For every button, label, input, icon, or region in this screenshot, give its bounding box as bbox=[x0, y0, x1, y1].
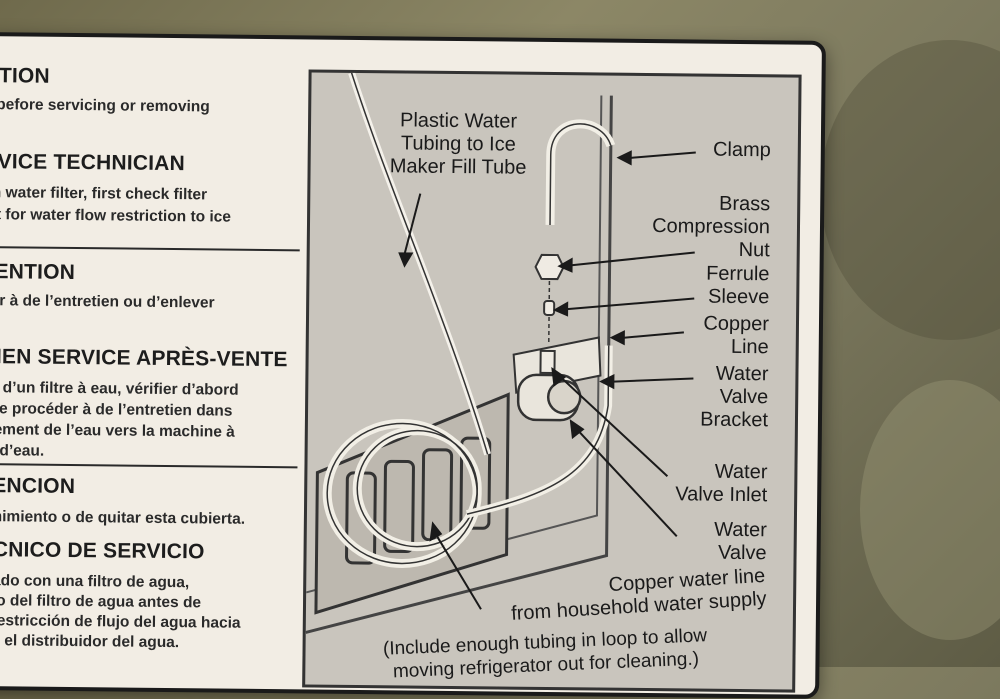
appliance-label: UTION e before servicing or removing RVI… bbox=[0, 32, 826, 699]
water-line-diagram: Plastic Water Tubing to Ice Maker Fill T… bbox=[302, 69, 801, 692]
attention-heading: TENTION bbox=[0, 260, 75, 285]
label-brass-nut: Brass Compression Nut bbox=[630, 192, 771, 262]
label-clamp: Clamp bbox=[691, 138, 771, 162]
service-text-line: nit for water flow restriction to ice bbox=[0, 206, 231, 227]
label-plastic-tubing: Plastic Water Tubing to Ice Maker Fill T… bbox=[365, 109, 551, 180]
tecnico-text-line: e restricción de flujo del agua hacia bbox=[0, 612, 241, 633]
technicien-heading: CIEN SERVICE APRÈS-VENTE bbox=[0, 345, 288, 372]
warning-text-column: UTION e before servicing or removing RVI… bbox=[0, 36, 302, 689]
tecnico-text-line: y/o el distribuidor del agua. bbox=[0, 632, 179, 652]
background-shadow bbox=[820, 40, 1000, 340]
technicien-text-line: ulement de l’eau vers la machine à bbox=[0, 421, 235, 442]
service-text-line: ith water filter, first check filter bbox=[0, 184, 207, 204]
tecnico-heading: ECNICO DE SERVICIO bbox=[0, 538, 205, 564]
label-valve-inlet: Water Valve Inlet bbox=[647, 460, 767, 507]
service-technician-heading: RVICE TECHNICIAN bbox=[0, 150, 185, 176]
label-ferrule-sleeve: Ferrule Sleeve bbox=[669, 262, 769, 309]
caution-heading: UTION bbox=[0, 64, 50, 89]
divider bbox=[0, 246, 300, 251]
technicien-text-line: t de procéder à de l’entretien dans bbox=[0, 400, 233, 421]
technicien-text-line: ur d’eau. bbox=[0, 442, 44, 461]
technicien-text-line: pé d’un filtre à eau, vérifier d’abord bbox=[0, 379, 239, 400]
tecnico-text-line: cho del filtro de agua antes de bbox=[0, 592, 201, 612]
label-valve-bracket: Water Valve Bracket bbox=[678, 362, 769, 432]
caution-text: e before servicing or removing bbox=[0, 96, 210, 116]
tecnico-text-line: ipado con una filtro de agua, bbox=[0, 572, 189, 592]
background-highlight bbox=[860, 380, 1000, 640]
label-copper-line: Copper Line bbox=[679, 312, 769, 359]
atencion-heading: TENCION bbox=[0, 474, 75, 499]
attention-text: der à de l’entretien ou d’enlever bbox=[0, 292, 215, 312]
label-water-valve: Water Valve bbox=[676, 518, 766, 565]
divider bbox=[0, 463, 297, 468]
atencion-text: tenimiento o de quitar esta cubierta. bbox=[0, 508, 245, 529]
